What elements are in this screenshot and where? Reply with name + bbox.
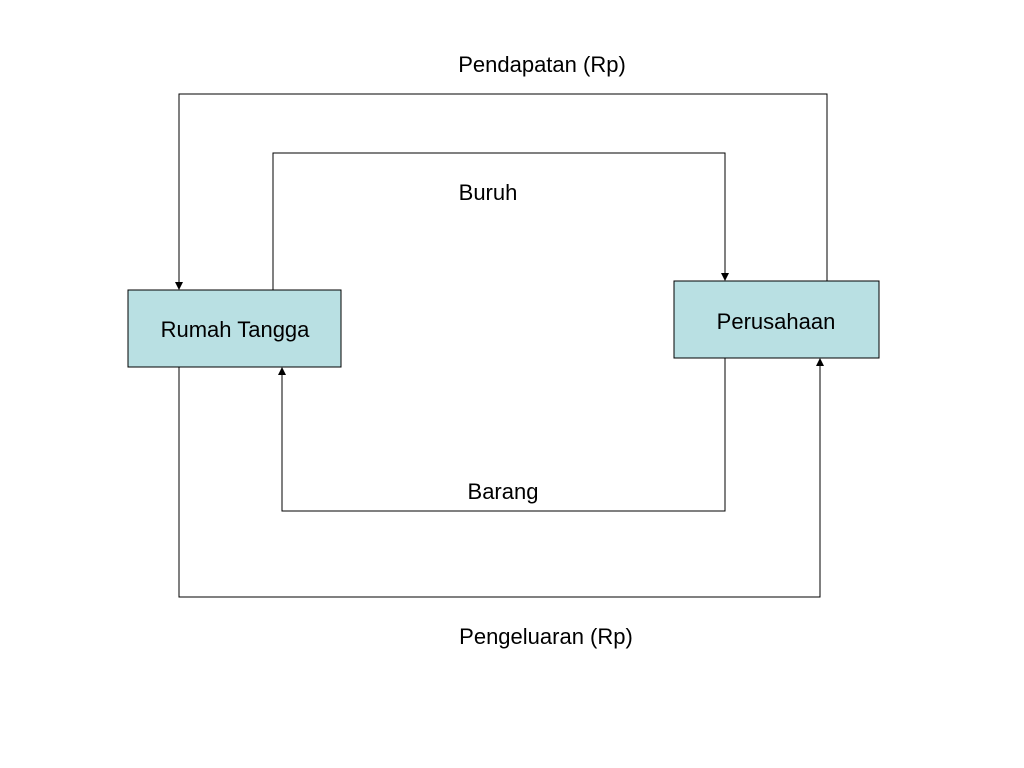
- spending-flow-label: Pengeluaran (Rp): [459, 624, 633, 649]
- spending-flow-arrow: [178, 358, 824, 598]
- firm-label: Perusahaan: [717, 309, 836, 334]
- household-node: Rumah Tangga: [127, 289, 342, 368]
- firm-node: Perusahaan: [673, 280, 880, 359]
- goods-flow-label: Barang: [468, 479, 539, 504]
- labor-flow-label: Buruh: [459, 180, 518, 205]
- goods-flow-arrow: [278, 358, 726, 512]
- household-box: [127, 289, 342, 368]
- labor-flow-arrow: [272, 152, 729, 290]
- income-flow-label: Pendapatan (Rp): [458, 52, 626, 77]
- household-label: Rumah Tangga: [161, 317, 311, 342]
- firm-box: [673, 280, 880, 359]
- income-flow-arrow: [175, 93, 828, 290]
